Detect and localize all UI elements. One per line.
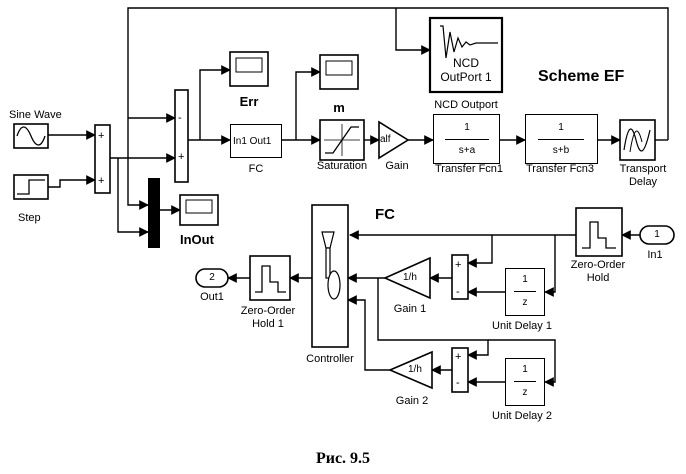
wire-step-sum1	[48, 175, 96, 188]
zoh-icon	[575, 207, 623, 257]
transfer-fcn3-den: s+b	[552, 145, 570, 156]
wire-fc-m	[295, 67, 321, 140]
subsystem-title: FC	[375, 206, 395, 223]
transport-delay-label-line2: Delay	[628, 176, 658, 188]
svg-text:-: -	[456, 377, 460, 389]
sum1-block	[94, 124, 111, 194]
svg-text:+: +	[455, 259, 461, 271]
ncd-outport-label: NCD Outport	[434, 99, 498, 111]
in1-port	[639, 225, 675, 245]
gain-label: Gain	[385, 160, 409, 172]
wire-gain1-sum4	[377, 278, 489, 360]
transfer-fcn3-num: 1	[558, 122, 564, 133]
saturation-label: Saturation	[316, 160, 368, 172]
wire-sum2-err	[199, 65, 231, 140]
ncd-inner-line2: OutPort 1	[440, 70, 492, 84]
zoh1-label-line2: Hold 1	[252, 318, 284, 330]
unit-delay2-fraction-line	[514, 381, 536, 382]
zoh1-icon	[249, 255, 291, 301]
controller-block	[311, 204, 349, 348]
gain-inner-label: alf	[380, 134, 391, 145]
sum2-block	[174, 89, 189, 183]
unit-delay2-block[interactable]	[505, 358, 545, 406]
zoh-label-line2: Hold	[586, 272, 610, 284]
m-label: m	[333, 100, 345, 115]
sum3-block	[451, 254, 469, 300]
zoh1-label-line1: Zero-Order	[240, 305, 296, 317]
transfer-fcn3-label: Transfer Fcn3	[525, 163, 595, 175]
svg-text:+: +	[98, 130, 104, 142]
out1-label: Out1	[200, 291, 224, 303]
wire-zoh-ud1	[544, 235, 556, 297]
figure-caption: Рис. 9.5	[315, 450, 371, 467]
zoh-label-line1: Zero-Order	[570, 259, 626, 271]
transport-delay-label-line1: Transport	[619, 163, 667, 175]
unit-delay1-num: 1	[522, 274, 528, 285]
svg-text:-: -	[456, 286, 460, 298]
gain2-inner-label: 1/h	[408, 364, 422, 375]
svg-text:+: +	[455, 351, 461, 363]
gain2-triangle	[387, 350, 433, 390]
gain1-triangle	[383, 256, 431, 300]
in1-label: In1	[647, 249, 663, 261]
wire-sum1-mux	[117, 158, 149, 237]
step-label: Step	[18, 212, 41, 224]
wire-zoh-sum3	[467, 235, 493, 268]
wire-gain2-controller	[347, 295, 390, 371]
unit-delay1-block[interactable]	[505, 268, 545, 316]
unit-delay1-den: z	[522, 297, 528, 308]
transport-delay-icon	[619, 119, 656, 161]
wire-feedback-top	[127, 7, 669, 210]
sum4-block	[451, 347, 469, 393]
inout-label: InOut	[180, 232, 214, 247]
fc-inner-label: In1 Out1	[233, 136, 272, 147]
ncd-outport-block	[428, 16, 504, 94]
svg-text:-: -	[178, 112, 182, 124]
mux-bar	[148, 178, 160, 248]
ncd-inner-line1: NCD	[453, 56, 479, 70]
unit-delay2-den: z	[522, 387, 528, 398]
svg-text:+: +	[178, 151, 184, 163]
err-scope-icon	[229, 51, 269, 87]
sum-signs: + + - + + - + -	[98, 112, 461, 389]
saturation-icon	[319, 119, 365, 161]
out1-port-number: 2	[209, 272, 215, 283]
unit-delay1-label: Unit Delay 1	[492, 320, 552, 332]
svg-text:+: +	[98, 175, 104, 187]
fc-label: FC	[248, 163, 264, 175]
transfer-fcn1-fraction-line	[445, 139, 489, 140]
sine-wave-label: Sine Wave	[9, 109, 62, 121]
wire-feedback-ncd	[395, 8, 431, 55]
unit-delay2-num: 1	[522, 364, 528, 375]
gain2-label: Gain 2	[395, 395, 429, 407]
transfer-fcn3-fraction-line	[538, 139, 584, 140]
m-scope-icon	[319, 54, 359, 90]
controller-label: Controller	[306, 353, 354, 365]
transfer-fcn1-num: 1	[464, 122, 470, 133]
gain1-inner-label: 1/h	[403, 272, 417, 283]
out1-port	[195, 268, 229, 288]
transfer-fcn1-label: Transfer Fcn1	[434, 163, 504, 175]
inout-scope-icon	[179, 194, 219, 226]
sine-wave-icon	[13, 123, 49, 149]
gain-triangle	[378, 120, 410, 160]
gain1-label: Gain 1	[393, 303, 427, 315]
err-label: Err	[239, 94, 259, 109]
step-icon	[13, 174, 49, 200]
transfer-fcn1-den: s+a	[458, 145, 476, 156]
wire-gain1-ud2	[488, 339, 556, 387]
in1-port-number: 1	[654, 229, 660, 240]
diagram-title: Scheme EF	[538, 68, 625, 85]
fc-subsystem-block[interactable]	[230, 124, 282, 158]
unit-delay2-label: Unit Delay 2	[492, 410, 552, 422]
unit-delay1-fraction-line	[514, 291, 536, 292]
